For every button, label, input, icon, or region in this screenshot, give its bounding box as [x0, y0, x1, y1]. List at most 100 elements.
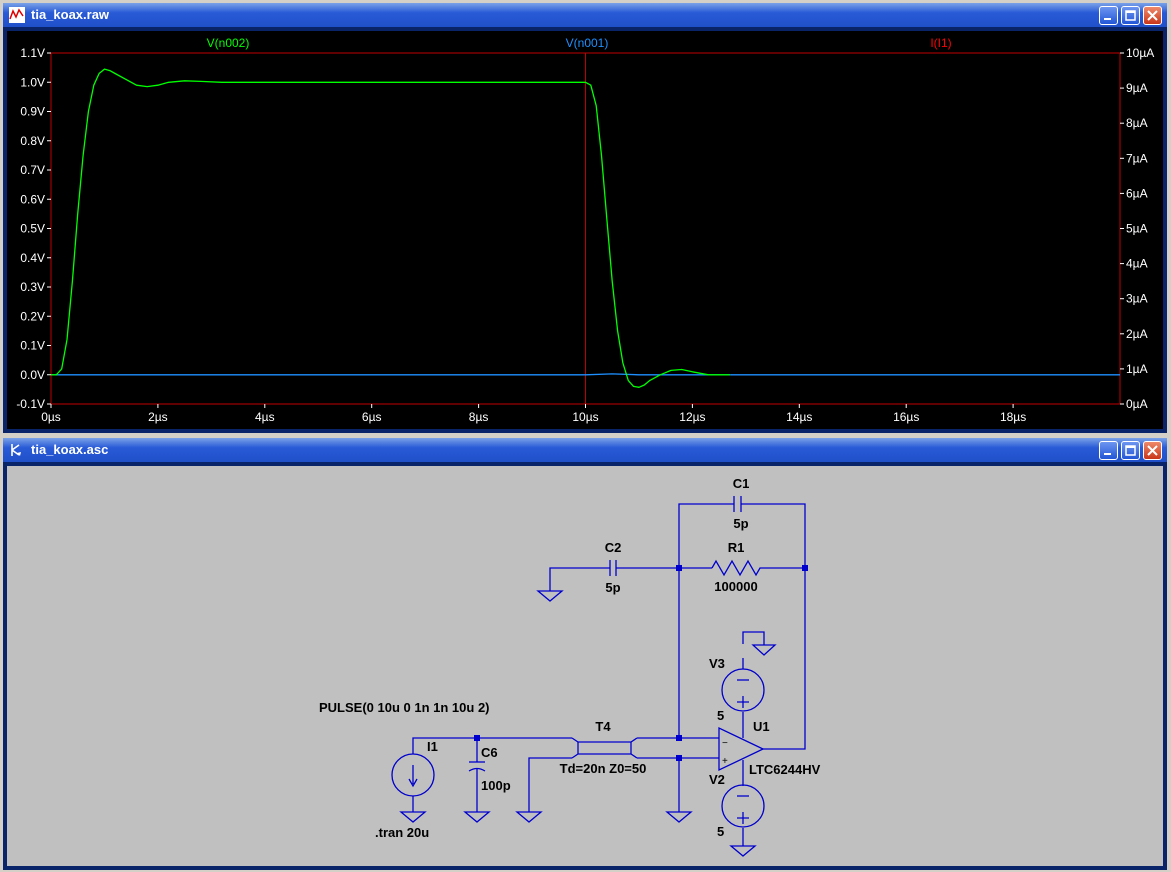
i1-spec: PULSE(0 10u 0 1n 1n 10u 2) [319, 700, 490, 715]
y-left-tick-label: 0.8V [20, 134, 45, 148]
waveform-chart[interactable]: V(n002) V(n001) I(I1) 1.1V 1.0V 0.9V 0.8V 0.… [7, 31, 1163, 429]
y-left-tick-label: -0.1V [16, 397, 45, 411]
minimize-button[interactable] [1099, 6, 1118, 25]
u1-name: U1 [753, 719, 770, 734]
x-tick-label: 0µs [41, 410, 61, 424]
ground-icon[interactable] [515, 811, 543, 823]
wires [412, 503, 806, 846]
c6-value: 100p [481, 778, 511, 793]
y-right-tick-label: 9µA [1126, 81, 1148, 95]
x-tick-label: 8µs [469, 410, 489, 424]
c2-value: 5p [605, 580, 620, 595]
y-right-tick-label: 2µA [1126, 327, 1148, 341]
schematic-window: tia_koax.asc [3, 438, 1167, 870]
v2-value: 5 [717, 824, 724, 839]
y-right-axis: 10µA 9µA 8µA 7µA 6µA 5µA 4µA 3µA 2µA 1µA 0µA [1120, 46, 1154, 411]
close-button[interactable] [1143, 441, 1162, 460]
x-tick-label: 16µs [893, 410, 919, 424]
y-right-tick-label: 3µA [1126, 292, 1148, 306]
y-left-tick-label: 0.7V [20, 163, 45, 177]
y-right-tick-label: 6µA [1126, 186, 1148, 200]
schematic-window-title: tia_koax.asc [31, 442, 109, 457]
u1-model: LTC6244HV [749, 762, 821, 777]
resistor-r1[interactable] [711, 559, 764, 577]
ground-icon[interactable] [751, 644, 777, 656]
maximize-button[interactable] [1121, 6, 1140, 25]
v3-value: 5 [717, 708, 724, 723]
y-left-tick-label: 0.2V [20, 309, 45, 323]
t4-name: T4 [595, 719, 611, 734]
y-left-tick-label: 0.3V [20, 280, 45, 294]
y-left-tick-label: 0.1V [20, 339, 45, 353]
y-left-axis: 1.1V1.0V0.9V0.8V0.7V0.6V0.5V0.4V0.3V0.2V… [16, 46, 51, 411]
trace-label-v-n001[interactable]: V(n001) [566, 36, 609, 50]
y-right-tick-label: 5µA [1126, 222, 1148, 236]
trace-label-i-i1[interactable]: I(I1) [930, 36, 951, 50]
c1-name: C1 [733, 476, 750, 491]
c1-value: 5p [733, 516, 748, 531]
ground-icon[interactable] [729, 845, 757, 857]
v3-name: V3 [709, 656, 725, 671]
trace-label-v-n002[interactable]: V(n002) [207, 36, 250, 50]
trace-v-n002[interactable] [51, 68, 730, 388]
ground-icon[interactable] [665, 811, 693, 823]
minimize-button[interactable] [1099, 441, 1118, 460]
capacitor-c2[interactable] [609, 560, 617, 576]
minimize-icon [1104, 453, 1111, 455]
maximize-button[interactable] [1121, 441, 1140, 460]
trace-v-n001[interactable] [51, 373, 1120, 376]
schematic-canvas[interactable]: C1 5p C2 5p R1 100000 V3 5 U1 LTC6244HV … [7, 466, 1163, 866]
y-left-tick-label: 1.1V [20, 46, 45, 60]
y-right-tick-label: 7µA [1126, 151, 1148, 165]
ground-icon[interactable] [399, 811, 427, 823]
v2-name: V2 [709, 772, 725, 787]
y-right-tick-label: 10µA [1126, 46, 1154, 60]
schematic-diagram[interactable]: C1 5p C2 5p R1 100000 V3 5 U1 LTC6244HV … [7, 466, 1163, 866]
waveform-titlebar[interactable]: tia_koax.raw [3, 3, 1167, 27]
tran-directive[interactable]: .tran 20u [375, 825, 429, 840]
voltage-source-v3[interactable] [721, 668, 765, 712]
transmission-line-t4[interactable] [571, 737, 638, 759]
minimize-icon [1104, 18, 1111, 20]
maximize-icon [1125, 10, 1136, 21]
schematic-icon [9, 442, 25, 458]
x-tick-label: 4µs [255, 410, 275, 424]
waveform-icon [9, 7, 25, 23]
traces [51, 68, 1120, 388]
capacitor-c6[interactable] [468, 761, 486, 772]
y-left-tick-label: 0.9V [20, 105, 45, 119]
t4-spec: Td=20n Z0=50 [560, 761, 647, 776]
waveform-plot-area[interactable]: V(n002) V(n001) I(I1) 1.1V 1.0V 0.9V 0.8V 0.… [7, 31, 1163, 429]
r1-name: R1 [728, 540, 745, 555]
opamp-u1[interactable] [718, 723, 765, 775]
x-tick-label: 14µs [786, 410, 812, 424]
waveform-window: tia_koax.raw V(n002) V(n001) I(I1) 1.1V 1… [3, 3, 1167, 433]
x-tick-label: 2µs [148, 410, 168, 424]
x-tick-label: 6µs [362, 410, 382, 424]
x-tick-label: 18µs [1000, 410, 1026, 424]
y-right-tick-label: 1µA [1126, 362, 1148, 376]
opamp-plus-label: + [722, 756, 728, 767]
r1-value: 100000 [714, 579, 757, 594]
close-icon [1147, 10, 1158, 21]
ground-icon[interactable] [463, 811, 491, 823]
ground-icon[interactable] [536, 590, 564, 602]
y-right-tick-label: 0µA [1126, 397, 1148, 411]
waveform-window-title: tia_koax.raw [31, 7, 110, 22]
c6-name: C6 [481, 745, 498, 760]
y-left-tick-label: 0.4V [20, 251, 45, 265]
x-tick-label: 10µs [572, 410, 598, 424]
schematic-titlebar[interactable]: tia_koax.asc [3, 438, 1167, 462]
close-button[interactable] [1143, 6, 1162, 25]
opamp-minus-label: − [722, 738, 728, 749]
y-right-tick-label: 8µA [1126, 116, 1148, 130]
capacitor-c1[interactable] [733, 496, 742, 512]
y-left-tick-label: 0.0V [20, 368, 45, 382]
y-left-tick-label: 0.5V [20, 222, 45, 236]
voltage-source-v2[interactable] [721, 784, 765, 828]
y-right-tick-label: 4µA [1126, 257, 1148, 271]
y-left-tick-label: 1.0V [20, 75, 45, 89]
junction-dots [474, 565, 808, 761]
current-source-i1[interactable] [391, 753, 435, 797]
i1-name: I1 [427, 739, 438, 754]
